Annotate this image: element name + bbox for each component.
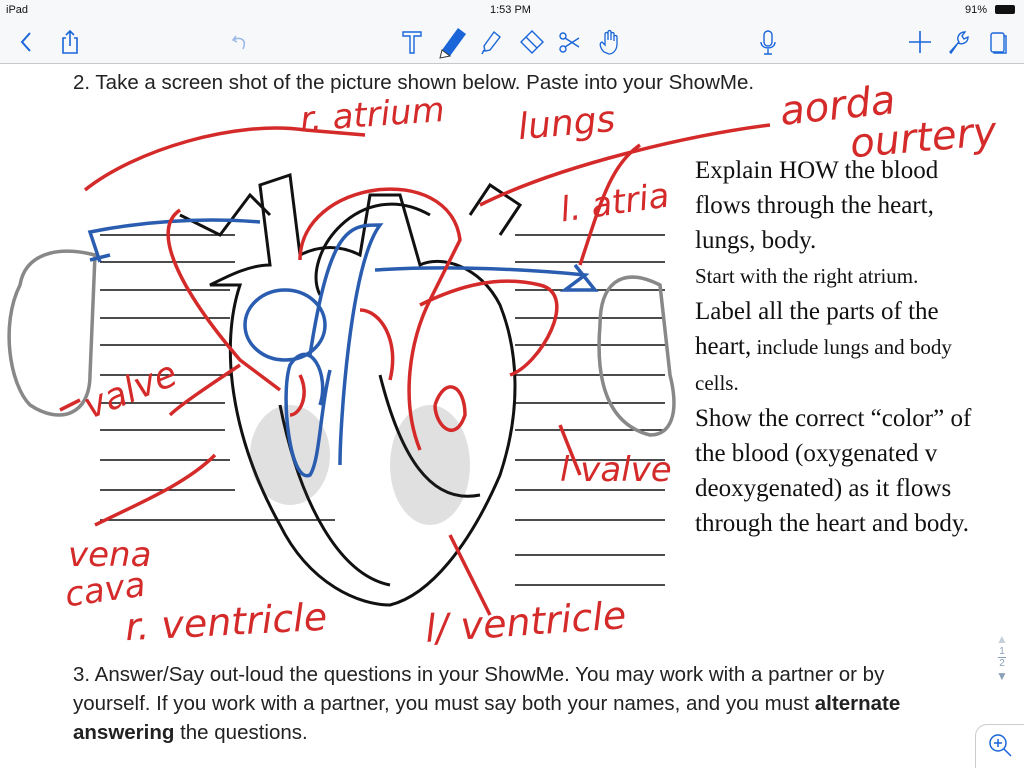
add-icon: [909, 31, 931, 53]
annotation-lungs: lungs: [516, 98, 617, 149]
battery-level: 91%: [965, 4, 988, 16]
battery-icon: [995, 5, 1015, 14]
undo-button[interactable]: [227, 28, 255, 56]
eraser-tool[interactable]: [518, 28, 546, 56]
highlighter-tool[interactable]: [476, 28, 504, 56]
hand-icon: [599, 29, 618, 55]
status-bar: iPad 1:53 PM 91%: [0, 0, 1024, 20]
pages-icon: [990, 32, 1007, 54]
undo-icon: [231, 35, 245, 50]
share-button[interactable]: [56, 28, 84, 56]
annotation-vena: vena: [68, 535, 152, 575]
label-lines: [100, 234, 665, 586]
instruction-explain: Explain HOW the blood flows through the …: [695, 157, 939, 254]
hand-tool[interactable]: [596, 28, 624, 56]
pen-icon: [439, 28, 466, 59]
scissors-tool[interactable]: [556, 28, 584, 56]
red-ink: [59, 123, 771, 616]
page-down-arrow-icon[interactable]: ▼: [996, 669, 1008, 683]
back-button[interactable]: [12, 28, 40, 56]
scissors-icon: [559, 32, 580, 53]
instruction-start: Start with the right atrium.: [695, 264, 919, 288]
back-icon: [20, 32, 31, 52]
current-page: 1: [999, 646, 1005, 657]
heart-outline: [179, 172, 523, 607]
text-tool[interactable]: [398, 28, 426, 56]
question-3-text: 3. Answer/Say out-loud the questions in …: [73, 663, 885, 715]
zoom-in-icon: [989, 734, 1012, 757]
record-button[interactable]: [754, 28, 782, 56]
page-up-arrow-icon[interactable]: ▲: [996, 632, 1008, 646]
add-button[interactable]: [906, 28, 934, 56]
total-pages: 2: [999, 658, 1005, 669]
question-3-end: the questions.: [174, 721, 308, 744]
instruction-color: Show the correct “color” of the blood (o…: [695, 405, 972, 537]
zoom-button[interactable]: [975, 724, 1024, 768]
clock: 1:53 PM: [490, 4, 531, 16]
blue-ink: [87, 218, 599, 478]
settings-button[interactable]: [944, 28, 972, 56]
instruction-label: Label all the parts of the heart,: [695, 298, 939, 360]
page-indicator: ▲ 1 2 ▼: [990, 632, 1014, 683]
question-3-bold: alternate answering: [73, 692, 901, 744]
device-name: iPad: [6, 4, 29, 16]
share-icon: [62, 29, 78, 54]
lungs-body-drawings: [7, 249, 676, 437]
eraser-icon: [520, 30, 544, 54]
question-3: 3. Answer/Say out-loud the questions in …: [73, 660, 953, 747]
heart-stipple: [250, 405, 470, 525]
highlighter-icon: [481, 30, 501, 55]
pages-button[interactable]: [984, 28, 1012, 56]
document-page[interactable]: 2. Take a screen shot of the picture sho…: [0, 65, 1024, 768]
heart-diagram: [7, 123, 771, 616]
text-tool-icon: [402, 31, 422, 54]
wrench-icon: [949, 31, 969, 55]
pen-tool[interactable]: [434, 24, 468, 60]
question-2: 2. Take a screen shot of the picture sho…: [73, 71, 755, 94]
instruction-include: include lungs and body cells.: [695, 335, 952, 395]
microphone-icon: [760, 30, 776, 55]
annotation-l-valve: l valve: [560, 450, 672, 490]
toolbar: [0, 20, 1024, 64]
instructions-box: Explain HOW the blood flows through the …: [695, 153, 995, 541]
